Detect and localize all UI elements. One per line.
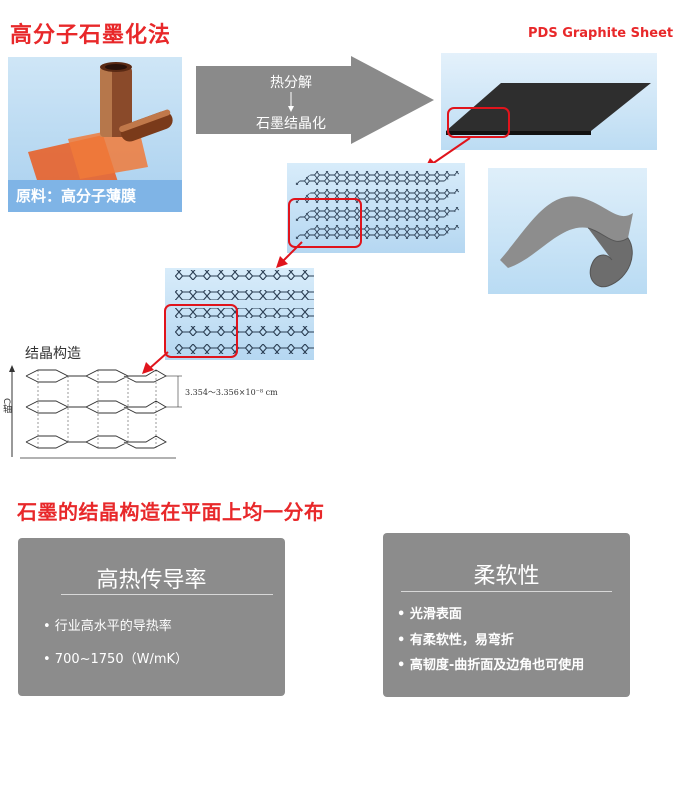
card-item: • 光滑表面	[397, 607, 462, 622]
card-title: 柔软性	[473, 564, 540, 589]
highlight-box-lattice-1	[288, 198, 362, 248]
feature-card-thermal: 高热传导率 • 行业高水平的导热率 • 700~1750（W/mK）	[18, 538, 285, 696]
highlight-box-lattice-2	[164, 304, 238, 358]
highlight-box-sheet	[447, 107, 510, 138]
red-arrow-icon	[276, 241, 303, 268]
page-title: 高分子石墨化法	[10, 23, 172, 48]
raw-material-caption: 原料：高分子薄膜	[8, 180, 182, 212]
process-arrow	[196, 56, 434, 144]
feature-card-flexibility: 柔软性 • 光滑表面 • 有柔软性，易弯折 • 高韧度-曲折面及边角也可使用	[383, 533, 630, 697]
c-axis-label: C轴	[1, 398, 11, 414]
pds-label: PDS Graphite Sheet	[528, 26, 674, 41]
interlayer-spacing: 3.354～3.356×10⁻⁸ cm	[185, 388, 278, 397]
down-arrow-icon	[288, 92, 294, 112]
section-subtitle: 石墨的结晶构造在平面上均一分布	[17, 500, 325, 524]
card-title: 高热传导率	[96, 568, 207, 593]
curled-sheet-photo	[488, 168, 647, 294]
process-step-2: 石墨结晶化	[256, 116, 326, 132]
card-divider	[61, 594, 273, 595]
graphite-sheet-photo	[441, 53, 657, 150]
card-item: • 行业高水平的导热率	[43, 619, 172, 634]
card-item: • 700~1750（W/mK）	[43, 652, 189, 667]
red-arrow-icon	[142, 351, 169, 374]
card-item: • 有柔软性，易弯折	[397, 633, 514, 648]
card-item: • 高韧度-曲折面及边角也可使用	[397, 658, 585, 673]
crystal-structure-label: 结晶构造	[25, 346, 81, 362]
card-divider	[401, 591, 612, 592]
lattice-photo-1	[287, 163, 465, 253]
lattice-photo-2	[165, 268, 314, 360]
crystal-structure-diagram	[6, 362, 296, 462]
process-step-1: 热分解	[270, 75, 312, 91]
